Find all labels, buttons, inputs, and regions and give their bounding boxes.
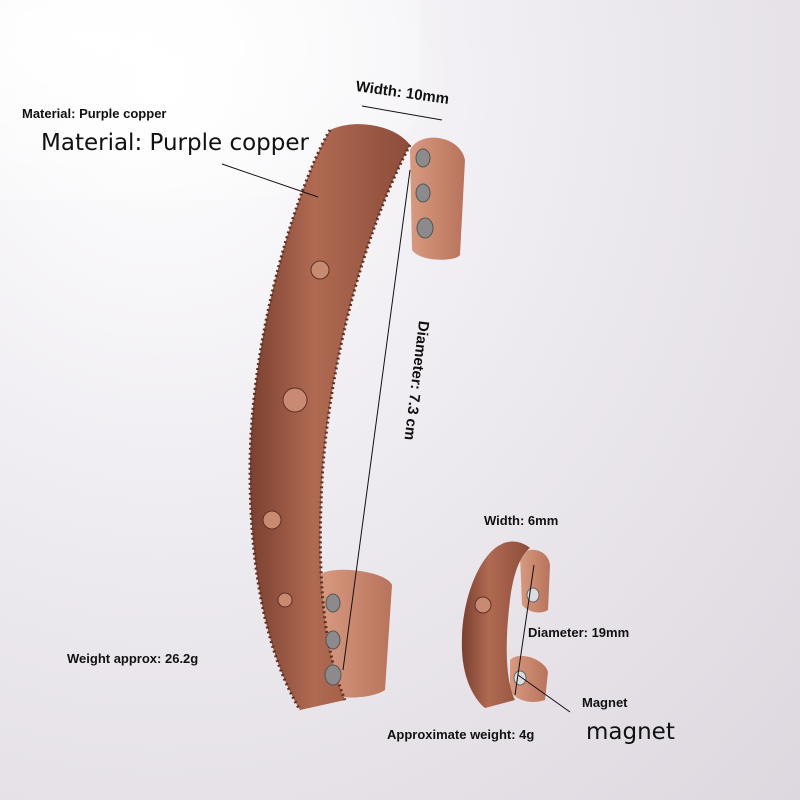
width-label-small: Width: 6mm: [484, 513, 559, 528]
bracelet-band: [250, 124, 410, 711]
weight-label-small: Approximate weight: 4g: [387, 727, 535, 742]
weight-label-large: Weight approx: 26.2g: [67, 651, 199, 666]
magnet-label-large: magnet: [586, 719, 675, 745]
diameter-label-small: Diameter: 19mm: [528, 625, 630, 640]
bead-border-outer: [248, 129, 332, 711]
bead-border-inner: [318, 144, 412, 701]
material-label-small: Material: Purple copper: [22, 106, 167, 121]
magnets: [324, 148, 434, 686]
annotation-lines: [221, 105, 571, 713]
large-bracelet: [248, 124, 465, 711]
flower-pattern: [262, 260, 330, 608]
magnet-label: Magnet: [582, 695, 628, 710]
material-label-large: Material: Purple copper: [41, 130, 309, 156]
